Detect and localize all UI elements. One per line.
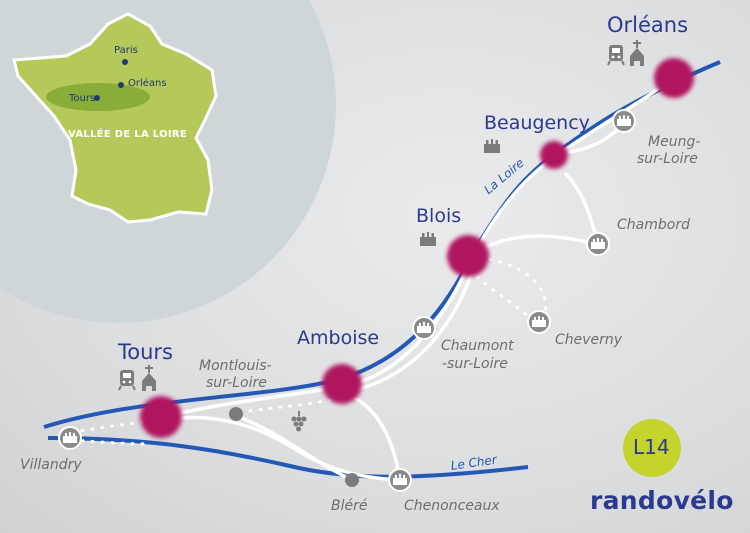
castle-marker-cheverny[interactable] <box>527 310 551 334</box>
castle-icon <box>420 232 436 246</box>
castle-marker-chaumont[interactable] <box>412 316 436 340</box>
place-label-chaumont-1: Chaumont <box>441 338 514 354</box>
inset-dot-orleans <box>118 82 124 88</box>
stage-dot-beaugency[interactable] <box>540 141 568 169</box>
train-icon <box>118 370 136 391</box>
stop-dot-blere[interactable] <box>345 473 359 487</box>
place-label-blere: Bléré <box>331 498 368 514</box>
place-label-meung-2: sur-Loire <box>637 151 698 167</box>
stage-label-blois[interactable]: Blois <box>416 205 462 227</box>
church-icon <box>142 365 156 391</box>
castle-marker-villandry[interactable] <box>58 426 82 450</box>
brand-logo: randovélo <box>590 486 734 515</box>
place-label-montlouis-2: sur-Loire <box>206 375 267 391</box>
inset-region-label: VALLÉE DE LA LOIRE <box>68 129 188 140</box>
place-label-chaumont-2: -sur-Loire <box>442 356 508 372</box>
place-label-montlouis-1: Montlouis- <box>199 358 272 374</box>
route-badge <box>623 419 681 477</box>
stage-label-orleans[interactable]: Orléans <box>607 13 689 37</box>
cycle-route-dotted <box>70 256 548 446</box>
stage-dot-orleans[interactable] <box>654 58 694 98</box>
place-label-chambord: Chambord <box>617 217 690 233</box>
cher-river <box>47 436 529 479</box>
stage-label-amboise[interactable]: Amboise <box>297 327 380 349</box>
route-code: L14 <box>633 435 670 459</box>
stage-label-beaugency[interactable]: Beaugency <box>484 112 590 134</box>
inset-label-paris: Paris <box>114 45 138 56</box>
inset-dot-paris <box>122 59 128 65</box>
inset-label-orleans: Orléans <box>128 78 167 89</box>
castle-marker-chenonceaux[interactable] <box>388 468 412 492</box>
loire-river <box>43 60 721 429</box>
stage-dot-tours[interactable] <box>140 396 182 438</box>
castle-icon <box>484 139 500 153</box>
place-label-villandry: Villandry <box>20 457 82 473</box>
place-label-cheverny: Cheverny <box>555 332 623 348</box>
place-label-meung-1: Meung- <box>648 134 701 150</box>
castle-marker-chambord[interactable] <box>586 232 610 256</box>
stage-dot-blois[interactable] <box>447 235 489 277</box>
stop-dot-montlouis[interactable] <box>229 407 243 421</box>
church-icon <box>630 40 644 66</box>
france-outline <box>12 12 218 224</box>
stage-dot-amboise[interactable] <box>322 364 362 404</box>
place-label-chenonceaux: Chenonceaux <box>404 498 500 514</box>
stage-label-tours[interactable]: Tours <box>118 340 173 364</box>
castle-marker-meung[interactable] <box>612 109 636 133</box>
train-icon <box>607 45 625 66</box>
grapes-icon <box>291 411 307 432</box>
inset-dot-tours <box>94 95 100 101</box>
inset-label-tours: Tours <box>69 93 96 104</box>
